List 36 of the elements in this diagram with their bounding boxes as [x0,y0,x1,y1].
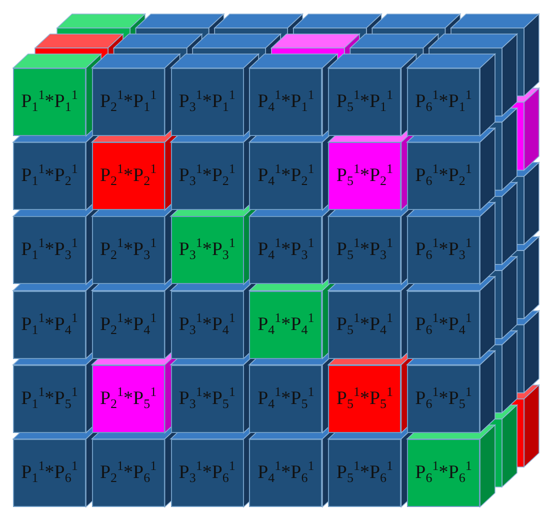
cube-face [249,364,322,433]
cube-face [328,364,402,433]
cube-face [249,216,322,284]
cube-face [92,68,165,136]
cube-face [92,439,165,507]
cube-face [407,290,480,359]
cube-face [328,68,402,136]
cube-face [92,290,165,359]
cube-face [92,216,165,284]
cube-face [170,216,244,284]
cube-face [249,68,322,136]
cube-face [13,439,86,507]
cube-face [407,142,480,210]
cube-face [407,364,480,433]
cube-face [328,290,402,359]
cube-face [92,364,165,433]
cube-face [170,68,244,136]
cube-face [13,142,86,210]
cube-face [13,364,86,433]
cube-face [407,439,480,507]
cube-face [13,68,86,136]
cube-face [92,142,165,210]
cube-face [170,142,244,210]
cube-face [170,290,244,359]
cube-face [328,142,402,210]
cube-face [249,142,322,210]
cube-face [13,216,86,284]
cube-face [249,290,322,359]
cube-face [328,216,402,284]
cube-face [170,439,244,507]
cube-face [328,439,402,507]
cube-face [170,364,244,433]
cube-face [13,290,86,359]
cube-face [249,439,322,507]
cube-face [407,68,480,136]
cube-face [407,216,480,284]
